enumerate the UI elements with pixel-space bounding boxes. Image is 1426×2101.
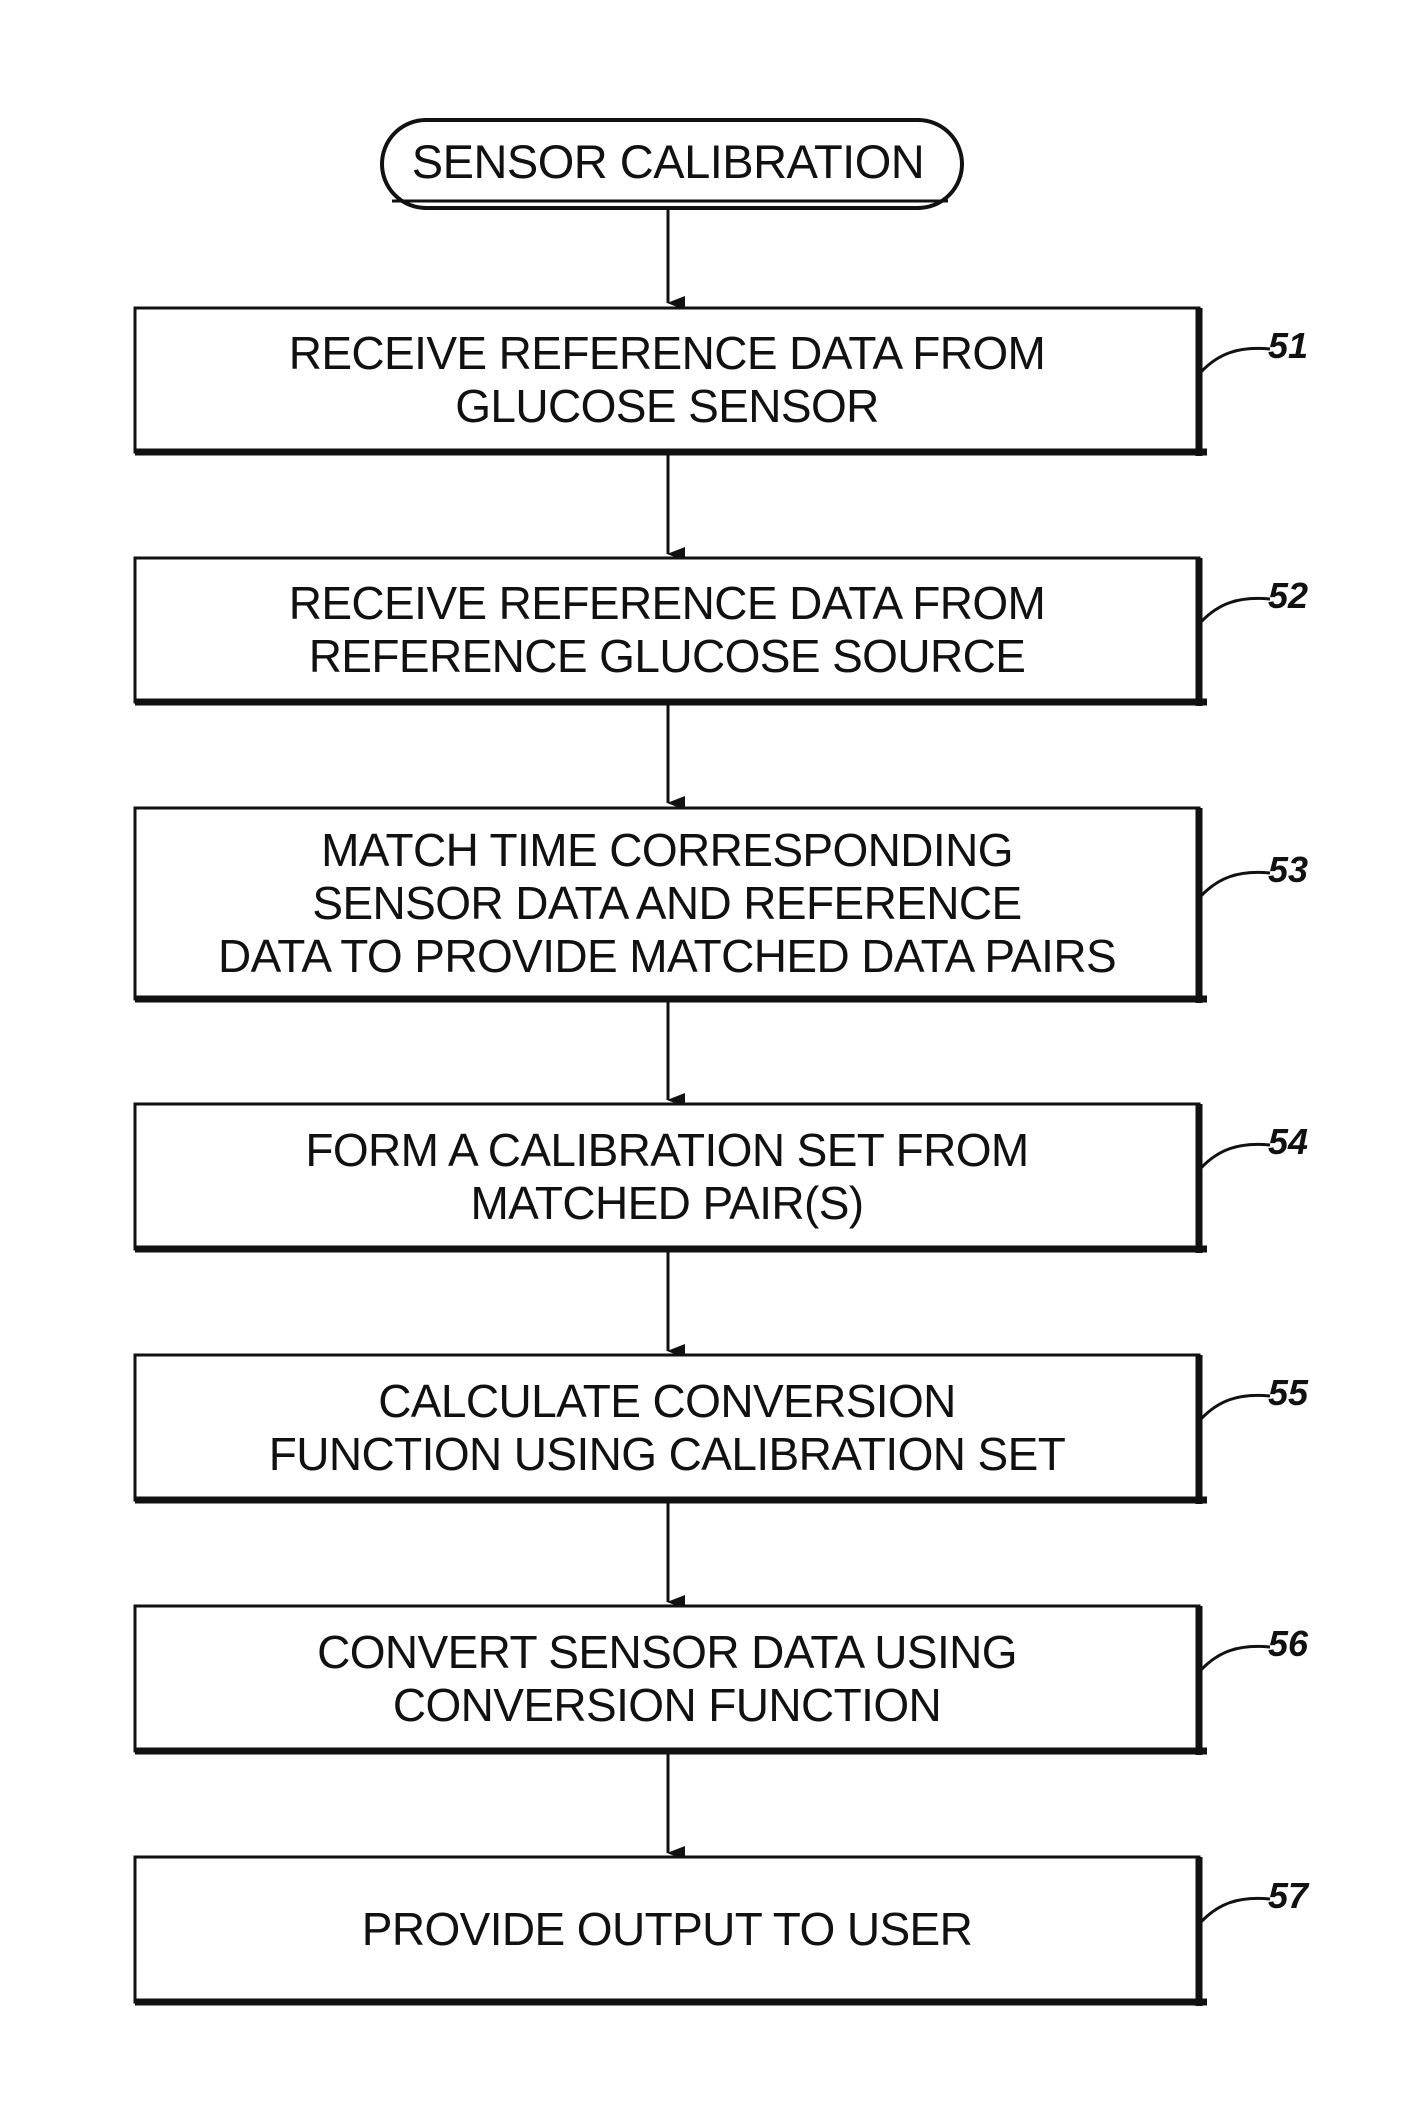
reference-leader-57 — [1201, 1898, 1270, 1922]
step-55-reference-number: 55 — [1268, 1370, 1348, 1416]
reference-leader-54 — [1201, 1144, 1270, 1168]
reference-leader-51 — [1201, 348, 1270, 372]
step-53-label: MATCH TIME CORRESPONDING SENSOR DATA AND… — [135, 808, 1199, 999]
reference-leader-55 — [1201, 1395, 1270, 1419]
step-52-reference-number: 52 — [1268, 573, 1348, 619]
reference-leader-53 — [1201, 872, 1270, 896]
step-56-label: CONVERT SENSOR DATA USING CONVERSION FUN… — [135, 1606, 1199, 1751]
reference-leader-52 — [1201, 598, 1270, 622]
step-57-label: PROVIDE OUTPUT TO USER — [135, 1857, 1199, 2002]
step-56-reference-number: 56 — [1268, 1621, 1348, 1667]
step-51-label: RECEIVE REFERENCE DATA FROM GLUCOSE SENS… — [135, 308, 1199, 452]
start-terminator-label: SENSOR CALIBRATION — [378, 118, 958, 206]
reference-leader-56 — [1201, 1646, 1270, 1670]
step-54-reference-number: 54 — [1268, 1119, 1348, 1165]
step-54-label: FORM A CALIBRATION SET FROM MATCHED PAIR… — [135, 1104, 1199, 1249]
step-52-label: RECEIVE REFERENCE DATA FROM REFERENCE GL… — [135, 558, 1199, 702]
step-55-label: CALCULATE CONVERSION FUNCTION USING CALI… — [135, 1355, 1199, 1500]
step-51-reference-number: 51 — [1268, 323, 1348, 369]
step-57-reference-number: 57 — [1268, 1873, 1348, 1919]
step-53-reference-number: 53 — [1268, 847, 1348, 893]
